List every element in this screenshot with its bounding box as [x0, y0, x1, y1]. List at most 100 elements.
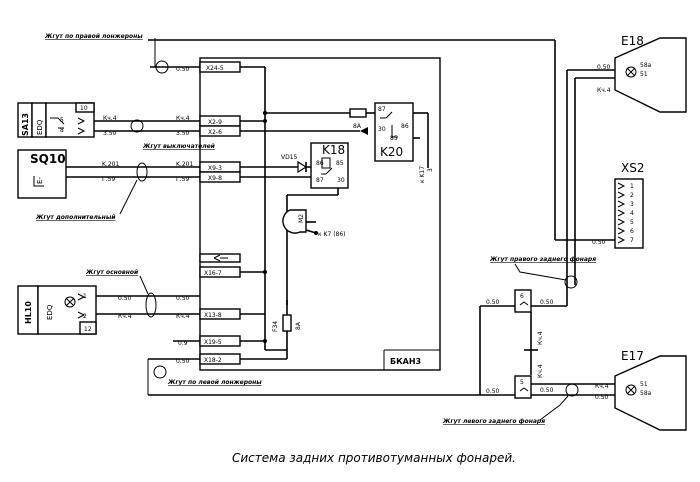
svg-text:0.50: 0.50 — [540, 299, 554, 306]
svg-text:7: 7 — [630, 237, 634, 244]
connector-xs2-label: XS2 — [621, 161, 644, 175]
svg-text:12: 12 — [84, 326, 92, 333]
svg-text:10: 10 — [80, 105, 88, 112]
svg-text:5: 5 — [630, 219, 634, 226]
bkan3-label: БКАН3 — [390, 357, 421, 366]
svg-text:Кч.4: Кч.4 — [176, 313, 190, 320]
svg-text:K.201: K.201 — [176, 161, 193, 168]
svg-text:87: 87 — [316, 177, 324, 184]
relay-k20-label: K20 — [380, 145, 403, 159]
sensor-sq10: SQ10 E- K.201 Г.59 K.201 Г.59 Жгут допол… — [17, 149, 200, 221]
svg-text:58a: 58a — [640, 390, 652, 397]
indicator-hl10: HL10 12 EDQ 1 2 0.50 Кч.4 0.50 Кч.4 Жгут… — [17, 269, 200, 335]
svg-text:Кч.4: Кч.4 — [597, 87, 611, 94]
harness-left-rear-lamp-label: Жгут левого заднего фонаря — [442, 418, 545, 425]
svg-text:0.50: 0.50 — [118, 295, 132, 302]
svg-text:0.50: 0.50 — [176, 66, 190, 73]
svg-text:4: 4 — [630, 210, 634, 217]
svg-text:Кч.4: Кч.4 — [103, 115, 117, 122]
svg-text:K.201: K.201 — [102, 161, 119, 168]
connector-xs2: XS2 1 2 3 4 5 6 7 — [614, 161, 644, 249]
svg-text:0.9: 0.9 — [178, 340, 188, 347]
harness-additional-label: Жгут дополнительный — [35, 214, 116, 221]
harness-switches-label: Жгут выключателей — [142, 143, 216, 150]
svg-text:3: 3 — [630, 201, 634, 208]
svg-text:Г.59: Г.59 — [176, 176, 189, 183]
fuse-f34: F34 8A — [272, 314, 302, 332]
connector-x19-5: X19-5 — [204, 339, 222, 346]
svg-text:87: 87 — [378, 106, 386, 113]
switch-sa13-label: SA13 — [21, 113, 30, 136]
svg-text:2: 2 — [83, 313, 87, 320]
fuse-k20-rating: 8A — [353, 123, 362, 130]
harness-main-label: Жгут основной — [85, 269, 139, 276]
relay-k18-label: K18 — [322, 143, 345, 157]
lamp-e18: E18 58a 51 0.50 Кч.4 — [566, 34, 687, 285]
svg-text:0.50: 0.50 — [597, 64, 611, 71]
svg-text:0.50: 0.50 — [486, 299, 500, 306]
svg-text:1: 1 — [83, 293, 87, 300]
svg-text:Кч.4: Кч.4 — [537, 331, 544, 345]
lamp-e17-label: E17 — [621, 349, 644, 363]
harness-rear-right-label: Жгут по правой лонжероны — [44, 33, 143, 40]
svg-text:30: 30 — [337, 177, 345, 184]
svg-text:3.50: 3.50 — [176, 130, 190, 137]
indicator-hl10-label: HL10 — [24, 301, 33, 324]
svg-text:51: 51 — [640, 71, 648, 78]
svg-text:85: 85 — [390, 135, 398, 142]
svg-text:3: 3 — [427, 168, 434, 172]
svg-text:51: 51 — [640, 381, 648, 388]
svg-text:Кч.4: Кч.4 — [118, 313, 132, 320]
svg-text:2: 2 — [630, 192, 634, 199]
svg-text:1: 1 — [630, 183, 634, 190]
svg-text:30: 30 — [378, 126, 386, 133]
to-k7-86: к K7 (86) — [318, 231, 346, 238]
diode-vd15: VD15 — [281, 154, 311, 174]
svg-text:E-: E- — [36, 177, 44, 184]
svg-text:86: 86 — [401, 123, 409, 130]
connector-x16-7: X16-7 — [204, 270, 222, 277]
svg-text:Г.59: Г.59 — [102, 176, 115, 183]
svg-text:0.50: 0.50 — [592, 239, 606, 246]
svg-text:0.50: 0.50 — [176, 295, 190, 302]
sensor-sq10-label: SQ10 — [30, 152, 66, 166]
svg-text:3.50: 3.50 — [103, 130, 117, 137]
connector-x2-9: X2-9 — [208, 119, 222, 126]
svg-text:85: 85 — [336, 160, 344, 167]
svg-text:58a: 58a — [640, 62, 652, 69]
fuse-f34-label: F34 — [272, 321, 279, 332]
svg-text:86: 86 — [316, 160, 324, 167]
lamp-e17: E17 51 58a 5 0.50 Кч.4 0.50 0.50 Жгут ле… — [442, 349, 687, 431]
svg-text:0.50: 0.50 — [486, 388, 500, 395]
svg-text:8A: 8A — [295, 321, 302, 330]
harness-rear-left: 0.50 Жгут по левой лонжероны 0.9 — [147, 340, 480, 396]
svg-text:0.50: 0.50 — [595, 394, 609, 401]
svg-text:6: 6 — [520, 293, 524, 300]
svg-text:Кч.4: Кч.4 — [595, 383, 609, 390]
svg-text:5: 5 — [60, 117, 64, 124]
connector-x24-5: X24-5 — [206, 65, 224, 72]
connector-x9-8: X9-8 — [208, 175, 222, 182]
svg-text:Кч.4: Кч.4 — [537, 364, 544, 378]
svg-text:8: 8 — [60, 127, 64, 134]
connector-m2-label: M2 — [298, 214, 305, 223]
diagram-caption: Система задних противотуманных фонарей. — [232, 451, 516, 465]
connector-m2: M2 к K7 (86) — [282, 209, 346, 238]
connector-x13-8: X13-8 — [204, 312, 222, 319]
svg-text:0.50: 0.50 — [176, 358, 190, 365]
svg-text:6: 6 — [630, 228, 634, 235]
switch-sa13: SA13 EDQ 10 5 8 Кч.4 3.50 Кч.4 3.50 Жгут… — [17, 102, 216, 150]
relay-k18: K18 86 85 87 30 — [310, 142, 349, 189]
to-k17: к K17 — [419, 166, 426, 183]
connector-x9-3: X9-3 — [208, 165, 222, 172]
relay-k20: 87 86 30 85 K20 к K17 3 — [360, 102, 434, 183]
svg-text:EDQ: EDQ — [46, 304, 54, 320]
svg-text:EDQ: EDQ — [36, 119, 44, 135]
lamp-e18-label: E18 — [621, 34, 644, 48]
diode-vd15-label: VD15 — [281, 154, 298, 161]
svg-text:5: 5 — [520, 379, 524, 386]
svg-text:0.50: 0.50 — [540, 387, 554, 394]
harness-rear-left-label: Жгут по левой лонжероны — [167, 379, 262, 386]
connector-x18-2: X18-2 — [204, 357, 222, 364]
